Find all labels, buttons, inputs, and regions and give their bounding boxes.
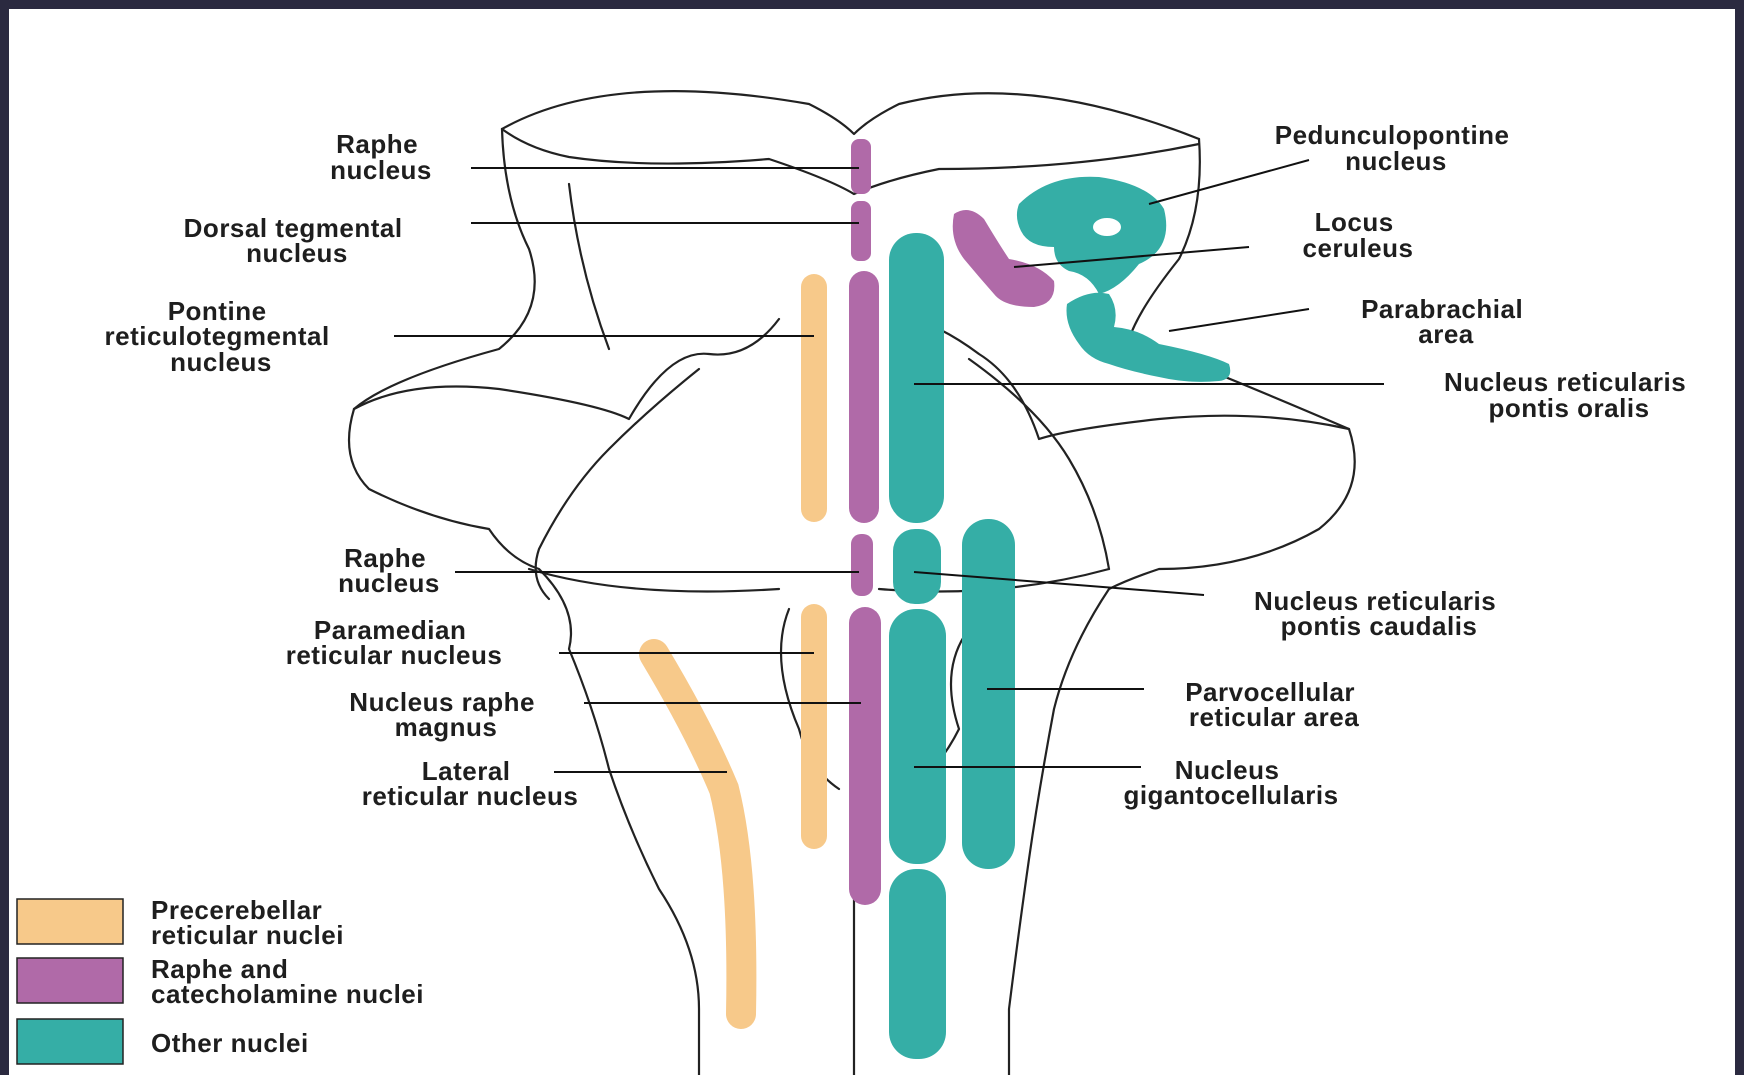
nuclei xyxy=(654,139,1230,1059)
legend-swatch-precerebellar xyxy=(17,899,123,944)
label-nucleus-reticularis-pontis-oralis: Nucleus reticularis pontis oralis xyxy=(1444,367,1694,423)
pontine-reticulotegmental-nucleus xyxy=(801,274,827,522)
left-cerebellar-peduncle xyxy=(354,319,779,419)
paramedian-reticular-nucleus xyxy=(801,604,827,849)
raphe-nucleus-mid xyxy=(851,534,873,596)
label-nucleus-gigantocellularis: Nucleus gigantocellularis xyxy=(1123,755,1338,810)
dorsal-tegmental-nucleus xyxy=(851,201,871,261)
parabrachial-area xyxy=(1067,293,1231,382)
label-parvocellular-reticular-area: Parvocellular reticular area xyxy=(1185,677,1363,732)
label-parabrachial-area: Parabrachial area xyxy=(1361,294,1531,349)
label-pedunculopontine-nucleus: Pedunculopontine nucleus xyxy=(1275,120,1518,176)
label-raphe-nucleus-top: Raphe nucleus xyxy=(330,129,432,185)
raphe-column-pons xyxy=(849,271,879,523)
legend: Precerebellar reticular nuclei Raphe and… xyxy=(17,895,424,1064)
label-nucleus-reticularis-pontis-caudalis: Nucleus reticularis pontis caudalis xyxy=(1254,586,1504,641)
raphe-nucleus-top xyxy=(851,139,871,194)
nucleus-raphe-magnus xyxy=(849,607,881,905)
legend-swatch-raphe xyxy=(17,958,123,1003)
nucleus-gigantocellularis xyxy=(889,609,946,864)
label-paramedian-reticular-nucleus: Paramedian reticular nucleus xyxy=(286,615,503,670)
legend-swatch-other xyxy=(17,1019,123,1064)
diagram-frame: Raphe nucleus Dorsal tegmental nucleus P… xyxy=(9,9,1735,1075)
label-dorsal-tegmental-nucleus: Dorsal tegmental nucleus xyxy=(184,213,411,268)
midbrain-top-surface xyxy=(502,91,1199,139)
nucleus-reticularis-pontis-caudalis xyxy=(893,529,941,604)
label-pontine-reticulotegmental-nucleus: Pontine reticulotegmental nucleus xyxy=(105,296,338,377)
label-locus-ceruleus: Locus ceruleus xyxy=(1303,207,1414,263)
lateral-reticular-nucleus xyxy=(654,654,741,1014)
parvocellular-reticular-area xyxy=(962,519,1015,869)
caudal-medullary-reticular-column xyxy=(889,869,946,1059)
left-peduncle-ridge xyxy=(569,184,609,349)
legend-label-precerebellar: Precerebellar reticular nuclei xyxy=(151,895,344,950)
left-inner-lobe xyxy=(536,369,699,599)
nucleus-reticularis-pontis-oralis xyxy=(889,233,944,523)
pedunculopontine-inner-hole xyxy=(1093,218,1121,236)
brainstem-diagram: Raphe nucleus Dorsal tegmental nucleus P… xyxy=(9,9,1735,1075)
label-lateral-reticular-nucleus: Lateral reticular nucleus xyxy=(362,756,579,811)
label-nucleus-raphe-magnus: Nucleus raphe magnus xyxy=(349,687,542,742)
legend-label-raphe: Raphe and catecholamine nuclei xyxy=(151,954,424,1009)
legend-label-other: Other nuclei xyxy=(151,1028,309,1058)
label-raphe-nucleus-mid: Raphe nucleus xyxy=(338,543,440,598)
left-contour xyxy=(349,129,699,1075)
